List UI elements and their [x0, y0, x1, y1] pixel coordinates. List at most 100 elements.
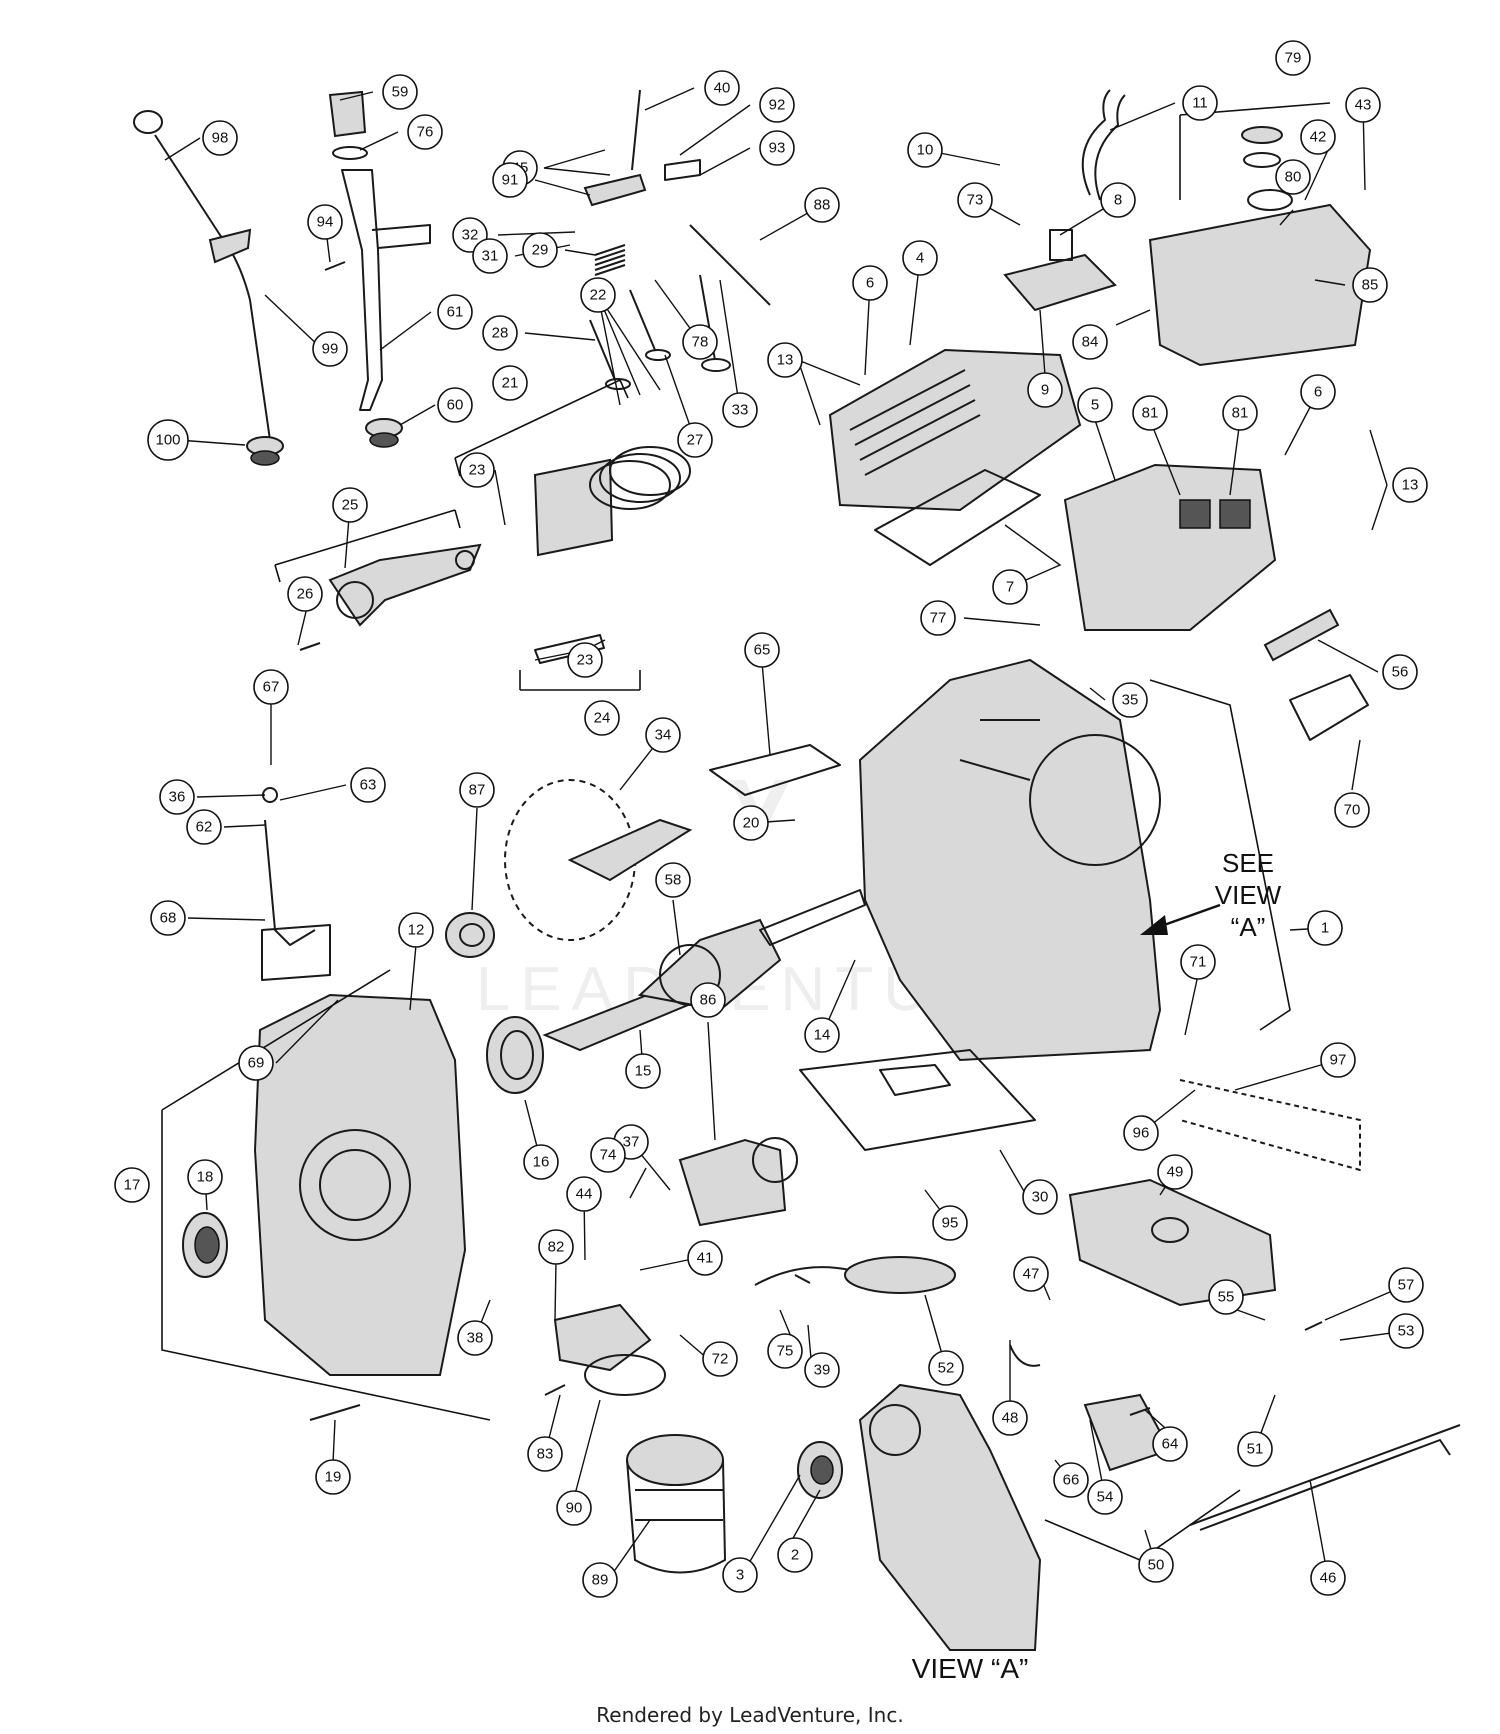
callout-circle	[655, 862, 691, 898]
callout-circle	[482, 315, 518, 351]
callout-number: 4	[916, 250, 924, 267]
callout-circle	[584, 700, 620, 736]
callout-98: 98	[202, 120, 238, 156]
callout-48: 48	[992, 1400, 1028, 1436]
callout-number: 47	[1023, 1266, 1040, 1283]
callout-circle	[777, 1537, 813, 1573]
callout-circle	[687, 1240, 723, 1276]
callout-circle	[1208, 1279, 1244, 1315]
callout-circle	[957, 182, 993, 218]
breather-hose-11	[1081, 89, 1126, 201]
callout-number: 32	[462, 227, 479, 244]
callout-10: 10	[907, 132, 943, 168]
rocker-arm-91	[583, 89, 701, 207]
callout-92: 92	[759, 87, 795, 123]
callout-81: 81	[1222, 395, 1258, 431]
callout-circle	[1180, 944, 1216, 980]
callout-83: 83	[527, 1436, 563, 1472]
callout-circle	[457, 1320, 493, 1356]
callout-circle	[1275, 159, 1311, 195]
callout-number: 13	[1402, 477, 1419, 494]
callout-6: 6	[852, 265, 888, 301]
callout-number: 10	[917, 142, 934, 159]
callout-number: 13	[777, 352, 794, 369]
callout-circle	[287, 576, 323, 612]
callout-4: 4	[902, 240, 938, 276]
callout-number: 16	[533, 1154, 550, 1171]
spark-plug-56	[1263, 608, 1340, 662]
callout-circle	[459, 772, 495, 808]
callout-circle	[625, 1053, 661, 1089]
callout-circle	[767, 1333, 803, 1369]
callout-group: 9859764092459391943288312961992878212233…	[114, 40, 1428, 1598]
callout-15: 15	[625, 1053, 661, 1089]
oil-pan-gasket-30	[799, 1049, 1036, 1151]
governor-arm-97	[1179, 1079, 1361, 1171]
callout-52: 52	[928, 1350, 964, 1386]
callout-number: 63	[360, 777, 377, 794]
callout-circle	[722, 392, 758, 428]
callout-number: 20	[743, 815, 760, 832]
callout-number: 91	[502, 172, 519, 189]
callout-circle	[1237, 1431, 1273, 1467]
callout-number: 72	[712, 1351, 729, 1368]
callout-number: 96	[1133, 1125, 1150, 1142]
callout-number: 42	[1310, 129, 1327, 146]
dipstick-98	[133, 110, 271, 441]
bracket-21	[454, 379, 629, 477]
callout-circle	[1072, 324, 1108, 360]
callout-1: 1	[1307, 910, 1343, 946]
callout-5: 5	[1077, 387, 1113, 423]
see-view-label-line3: “A”	[1231, 912, 1266, 942]
callout-96: 96	[1123, 1115, 1159, 1151]
callout-number: 12	[408, 922, 425, 939]
callout-number: 3	[736, 1567, 744, 1584]
governor-68	[261, 787, 331, 981]
callout-number: 53	[1398, 1323, 1415, 1340]
callout-circle	[527, 1436, 563, 1472]
callout-number: 57	[1398, 1277, 1415, 1294]
callout-number: 95	[942, 1215, 959, 1232]
callout-circle	[804, 1352, 840, 1388]
callout-circle	[1087, 1479, 1123, 1515]
callout-number: 5	[1091, 397, 1099, 414]
camshaft-34	[504, 779, 693, 941]
callout-29: 29	[522, 232, 558, 268]
callout-number: 2	[791, 1547, 799, 1564]
callout-87: 87	[459, 772, 495, 808]
callout-6: 6	[1300, 374, 1336, 410]
callout-circle	[907, 132, 943, 168]
callout-circle	[704, 70, 740, 106]
callout-circle	[253, 669, 289, 705]
callout-23: 23	[567, 642, 603, 678]
callout-75: 75	[767, 1333, 803, 1369]
callout-circle	[852, 265, 888, 301]
callout-number: 35	[1122, 692, 1139, 709]
callout-43: 43	[1345, 87, 1381, 123]
callout-circle	[1112, 682, 1148, 718]
callout-circle	[522, 232, 558, 268]
callout-number: 77	[930, 610, 947, 627]
callout-40: 40	[704, 70, 740, 106]
oil-pump-86	[678, 1137, 798, 1227]
callout-77: 77	[920, 600, 956, 636]
breather-plate-65	[709, 744, 841, 796]
callout-circle	[932, 1205, 968, 1241]
head-gasket-7	[874, 469, 1041, 566]
callout-62: 62	[186, 809, 222, 845]
callout-number: 23	[469, 462, 486, 479]
callout-69: 69	[238, 1045, 274, 1081]
callout-circle	[382, 74, 418, 110]
callout-81: 81	[1132, 395, 1168, 431]
callout-68: 68	[150, 900, 186, 936]
callout-circle	[1152, 1426, 1188, 1462]
callout-number: 46	[1320, 1570, 1337, 1587]
bearing-16	[486, 1016, 544, 1094]
callout-number: 100	[155, 432, 180, 449]
callout-51: 51	[1237, 1431, 1273, 1467]
callout-number: 88	[814, 197, 831, 214]
callout-27: 27	[677, 422, 713, 458]
seal-18	[182, 1212, 228, 1278]
callout-21: 21	[492, 365, 528, 401]
callout-42: 42	[1300, 119, 1336, 155]
